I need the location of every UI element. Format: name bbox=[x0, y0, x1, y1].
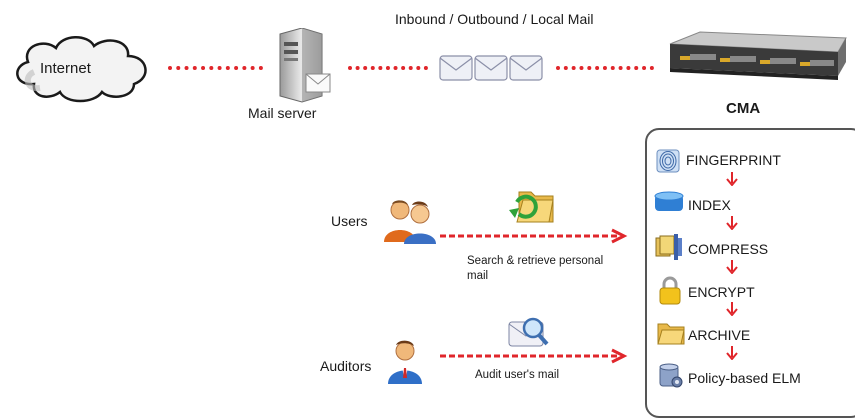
arrow-step-4 bbox=[726, 302, 738, 316]
lock-icon bbox=[658, 276, 682, 306]
step-encrypt: ENCRYPT bbox=[688, 284, 755, 300]
users-to-cma-arrow bbox=[440, 228, 630, 244]
link-internet-mailserver bbox=[168, 66, 263, 70]
auditor-icon bbox=[386, 338, 424, 384]
auditors-label: Auditors bbox=[320, 358, 372, 374]
mail-flow-label: Inbound / Outbound / Local Mail bbox=[395, 11, 594, 27]
auditors-action-label: Audit user's mail bbox=[475, 369, 560, 381]
policy-database-icon bbox=[658, 362, 684, 390]
audit-mail-icon bbox=[505, 312, 551, 352]
database-index-icon bbox=[654, 190, 684, 214]
step-archive: ARCHIVE bbox=[688, 327, 751, 343]
auditors-to-cma-arrow bbox=[440, 348, 630, 364]
step-compress: COMPRESS bbox=[688, 241, 769, 257]
users-icon bbox=[382, 198, 440, 244]
arrow-step-5 bbox=[726, 346, 738, 360]
envelopes-icon bbox=[438, 50, 546, 84]
compress-icon bbox=[654, 232, 684, 262]
users-action-label: Search & retrieve personal mail bbox=[467, 255, 604, 282]
arrow-step-1 bbox=[726, 172, 738, 186]
step-index: INDEX bbox=[688, 197, 731, 213]
mail-server-label: Mail server bbox=[248, 105, 317, 121]
users-label: Users bbox=[331, 213, 368, 229]
step-fingerprint: FINGERPRINT bbox=[686, 152, 781, 168]
internet-cloud: Internet bbox=[6, 28, 156, 108]
cma-label: CMA bbox=[726, 100, 761, 117]
internet-label: Internet bbox=[40, 60, 91, 77]
link-envelopes-cma bbox=[556, 66, 654, 70]
fingerprint-icon bbox=[656, 149, 680, 173]
link-mailserver-envelopes bbox=[348, 66, 428, 70]
arrow-step-2 bbox=[726, 216, 738, 230]
step-policy-elm: Policy-based ELM bbox=[688, 370, 801, 386]
folder-icon bbox=[656, 318, 686, 346]
retrieve-folder-icon bbox=[509, 184, 555, 226]
arrow-step-3 bbox=[726, 260, 738, 274]
pipeline-box bbox=[645, 128, 855, 418]
cma-appliance-icon bbox=[660, 30, 848, 92]
mail-server-icon bbox=[272, 28, 334, 106]
